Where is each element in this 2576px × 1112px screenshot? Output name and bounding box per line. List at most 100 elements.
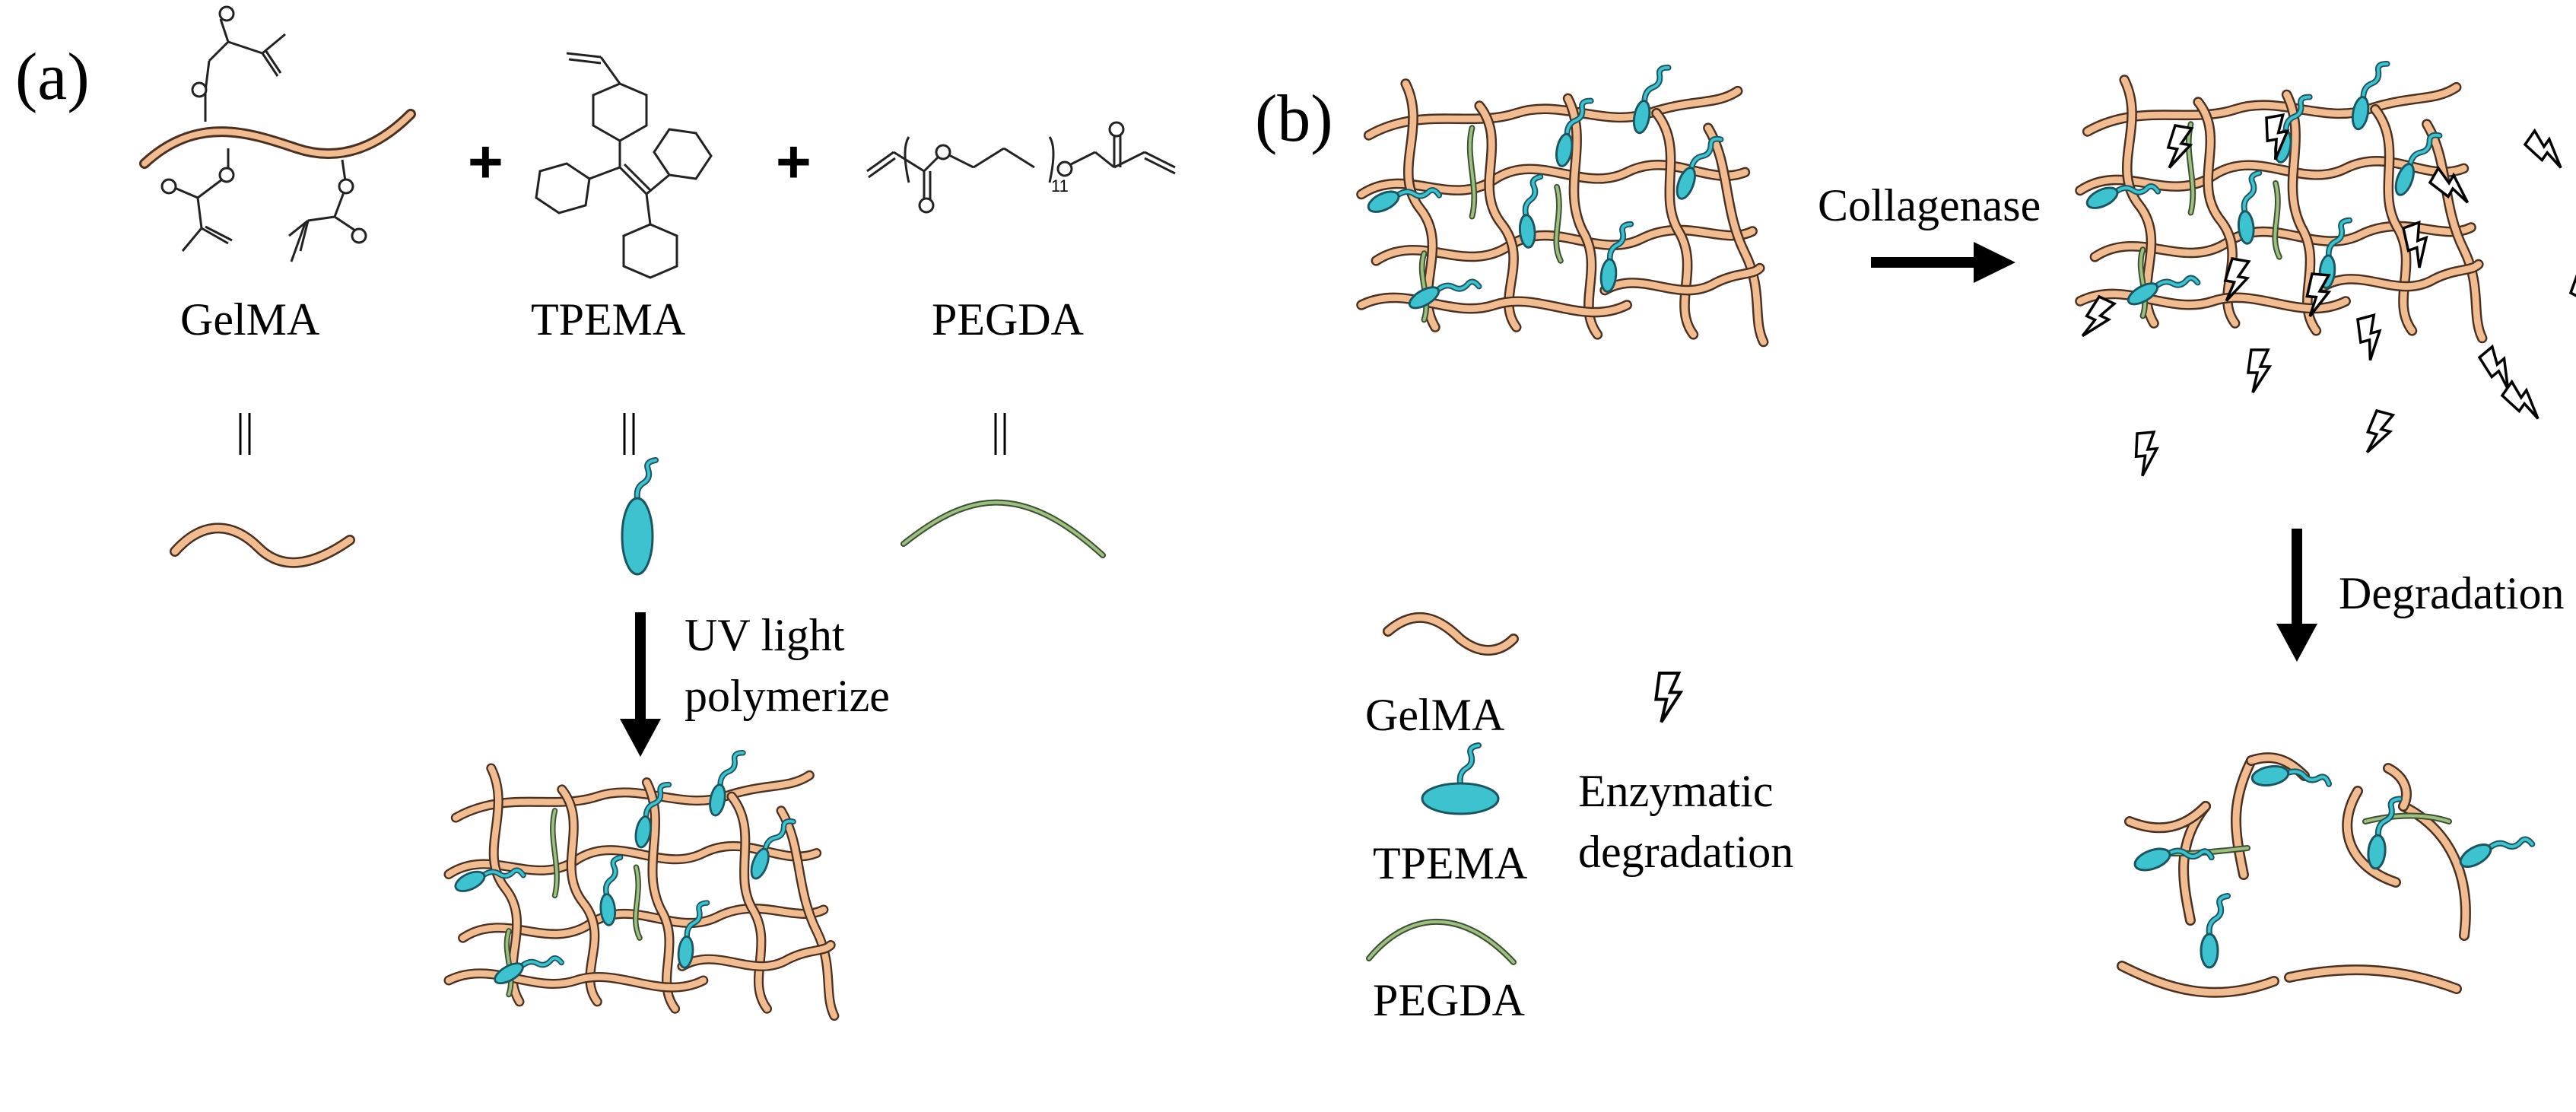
polymerize-label: polymerize xyxy=(684,671,890,721)
tpema-molecule xyxy=(1555,97,1594,167)
equals-gelma: || xyxy=(236,405,254,455)
gelma-fiber xyxy=(458,904,829,943)
tpema-molecule xyxy=(2237,170,2263,245)
tpema-molecule xyxy=(454,867,526,892)
gelma-structure xyxy=(139,18,416,262)
tpema-molecule xyxy=(599,854,624,926)
tpema-molecule xyxy=(2394,132,2443,196)
tpema-molecule xyxy=(2127,275,2201,306)
gelma-fiber xyxy=(450,770,815,823)
legend-tpema-label: TPEMA xyxy=(1373,838,1527,888)
pegda-crosslink xyxy=(1366,918,1517,965)
gelma-fiber xyxy=(2383,763,2412,812)
pegda-crosslink xyxy=(2137,246,2149,319)
gelma-fiber xyxy=(641,777,681,1014)
legend-pegda-label: PEGDA xyxy=(1373,975,1525,1025)
tpema-molecule xyxy=(2459,836,2536,869)
polymerize-arrow-head xyxy=(620,719,661,757)
tpema-molecule xyxy=(1632,65,1672,135)
gelma-fiber xyxy=(170,523,355,568)
gelma-fiber xyxy=(443,968,709,993)
legend-degradation-label: degradation xyxy=(1578,827,1793,877)
tpema-molecule xyxy=(621,457,659,576)
tpema-molecule xyxy=(2351,61,2390,131)
gelma-fiber xyxy=(557,784,602,1007)
gelma-fiber xyxy=(2193,97,2241,329)
gelma-fiber xyxy=(1356,292,1632,318)
intact-hydrogel-network xyxy=(1356,65,1769,348)
gelma-fiber xyxy=(1363,85,1743,141)
lightning-bolt-icon xyxy=(2081,294,2117,338)
tpema-molecule xyxy=(709,750,746,817)
legend-gelma-label: GelMA xyxy=(1365,690,1504,740)
gelma-fiber xyxy=(2370,104,2418,336)
lightning-bolt-icon xyxy=(2401,220,2428,268)
pegda-chain-symbol xyxy=(900,499,1106,558)
gelma-fiber xyxy=(2318,259,2484,292)
gelma-fiber xyxy=(1651,108,1699,340)
lightning-bolt-icon xyxy=(2223,257,2251,302)
lightning-bolt-icon xyxy=(2265,113,2290,160)
pegda-crosslink xyxy=(900,499,1106,558)
tpema-molecule xyxy=(494,955,564,985)
equals-tpema: || xyxy=(620,405,638,455)
pegda-crosslink xyxy=(2185,121,2196,216)
pegda-oxygen-labels xyxy=(918,121,1125,214)
tpema-structure xyxy=(535,52,713,279)
gelma-fiber xyxy=(1474,100,1522,332)
tpema-molecule xyxy=(750,818,796,880)
tpema-molecule-symbol xyxy=(621,457,659,576)
lightning-bolt-icon xyxy=(2568,275,2576,307)
tpema-molecule xyxy=(1676,135,1724,200)
tpema-molecule xyxy=(2085,183,2161,209)
gelma-fiber xyxy=(2342,786,2401,888)
legend-tpema-symbol xyxy=(1421,742,1500,815)
pegda-crosslink xyxy=(1466,125,1478,220)
degradation-label: Degradation xyxy=(2339,568,2565,618)
equals-pegda: || xyxy=(991,405,1009,455)
lightning-bolt-icon xyxy=(2305,272,2332,318)
tpema-molecule xyxy=(2133,847,2215,872)
gelma-fiber xyxy=(2124,801,2211,834)
legend-gelma-symbol xyxy=(1383,612,1519,656)
tpema-molecule xyxy=(2200,893,2231,969)
gelma-fiber-symbol xyxy=(170,523,355,568)
uv-light-label: UV light xyxy=(684,610,845,660)
lightning-bolt-icon xyxy=(2247,348,2273,393)
lightning-bolt-icon xyxy=(1654,671,1684,723)
pegda-structure xyxy=(866,133,1176,202)
lightning-bolt-icon xyxy=(2365,408,2396,453)
pegda-crosslink xyxy=(2272,180,2282,260)
degraded-fragments xyxy=(2117,752,2536,998)
gelma-fiber xyxy=(677,939,836,971)
gelma-label: GelMA xyxy=(180,294,319,345)
plus-sign-2: + xyxy=(776,128,812,195)
tpema-molecule xyxy=(2250,764,2333,787)
collagenase-label: Collagenase xyxy=(1818,180,2041,230)
pegda-crosslink xyxy=(2362,812,2452,824)
gelma-fiber xyxy=(2284,964,2462,994)
plus-sign: + xyxy=(468,128,503,195)
gelma-fiber xyxy=(1599,262,1765,296)
lightning-bolt-icon xyxy=(2134,431,2159,477)
tpema-label: TPEMA xyxy=(531,294,685,345)
lightning-bolt-icon xyxy=(2477,344,2510,390)
gelma-fiber xyxy=(1383,612,1519,656)
lightning-bolt-icon xyxy=(2356,313,2382,361)
gelma-fiber xyxy=(1703,122,1769,348)
tpema-molecule xyxy=(1367,187,1443,213)
gelma-fiber xyxy=(2075,288,2351,314)
pegda-crosslink xyxy=(550,808,560,899)
gelma-oxygen-labels xyxy=(160,5,367,244)
legend: GelMA TPEMA PEGDA Enzymatic degradation xyxy=(1365,612,1793,1025)
panel-a-label: (a) xyxy=(15,40,90,114)
tpema-molecule xyxy=(1421,742,1500,815)
pegda-crosslink xyxy=(503,928,514,998)
gelma-fiber xyxy=(726,791,773,1014)
lightning-bolt-icon xyxy=(2500,379,2539,420)
gelma-fiber xyxy=(2231,755,2257,880)
legend-enzymatic-label: Enzymatic xyxy=(1578,766,1774,816)
tpema-molecule xyxy=(1408,278,1482,310)
lightning-bolt-icon xyxy=(2166,124,2194,169)
